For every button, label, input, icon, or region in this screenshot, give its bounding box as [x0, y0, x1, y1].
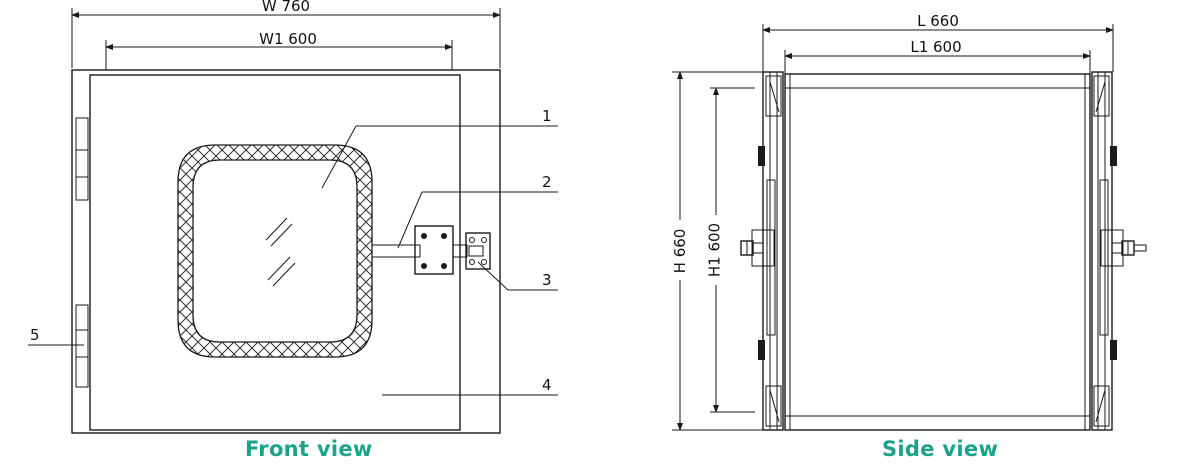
side-dim-outer-length: L 660	[762, 11, 1114, 72]
front-window-gasket	[177, 144, 373, 358]
side-view: L 660 L1 600 H 660 H1 600	[670, 11, 1147, 431]
side-dim-outer-height-label: H 660	[671, 229, 689, 274]
callout-label-2: 2	[542, 173, 552, 191]
front-view: W 760 W1 600	[28, 0, 558, 434]
side-dim-inner-length: L1 600	[784, 38, 1091, 74]
front-lock-plate	[465, 232, 491, 270]
side-door-left	[740, 71, 784, 431]
front-dim-inner-width-label: W1 600	[259, 30, 317, 48]
front-door-panel	[89, 74, 461, 431]
callout-label-4: 4	[542, 376, 552, 394]
front-view-caption: Front view	[245, 437, 373, 461]
side-view-caption: Side view	[882, 437, 999, 461]
front-dim-outer-width-label: W 760	[262, 0, 310, 15]
side-door-right	[1091, 71, 1147, 431]
callout-label-1: 1	[542, 107, 552, 125]
front-callout-2: 2	[397, 173, 558, 249]
front-hinge-lower	[75, 304, 89, 388]
front-callout-5: 5	[28, 326, 84, 346]
callout-label-5: 5	[30, 326, 40, 344]
side-dim-inner-height-label: H1 600	[706, 223, 724, 277]
side-dim-inner-length-label: L1 600	[910, 38, 961, 56]
side-dim-inner-height: H1 600	[704, 87, 755, 413]
front-window-glass	[192, 159, 358, 343]
side-cabinet-outline	[784, 73, 1091, 431]
side-dim-outer-length-label: L 660	[917, 12, 959, 30]
front-dim-outer-width: W 760	[71, 0, 501, 68]
front-dim-inner-width: W1 600	[105, 30, 453, 70]
callout-label-3: 3	[542, 271, 552, 289]
front-callout-1: 1	[321, 107, 558, 189]
front-callout-3: 3	[477, 261, 558, 291]
front-callout-4: 4	[382, 376, 558, 396]
side-dim-outer-height: H 660	[670, 71, 770, 431]
front-cabinet-outline	[71, 69, 501, 434]
front-hinge-upper	[75, 117, 89, 201]
front-interlock-handle	[371, 225, 468, 275]
